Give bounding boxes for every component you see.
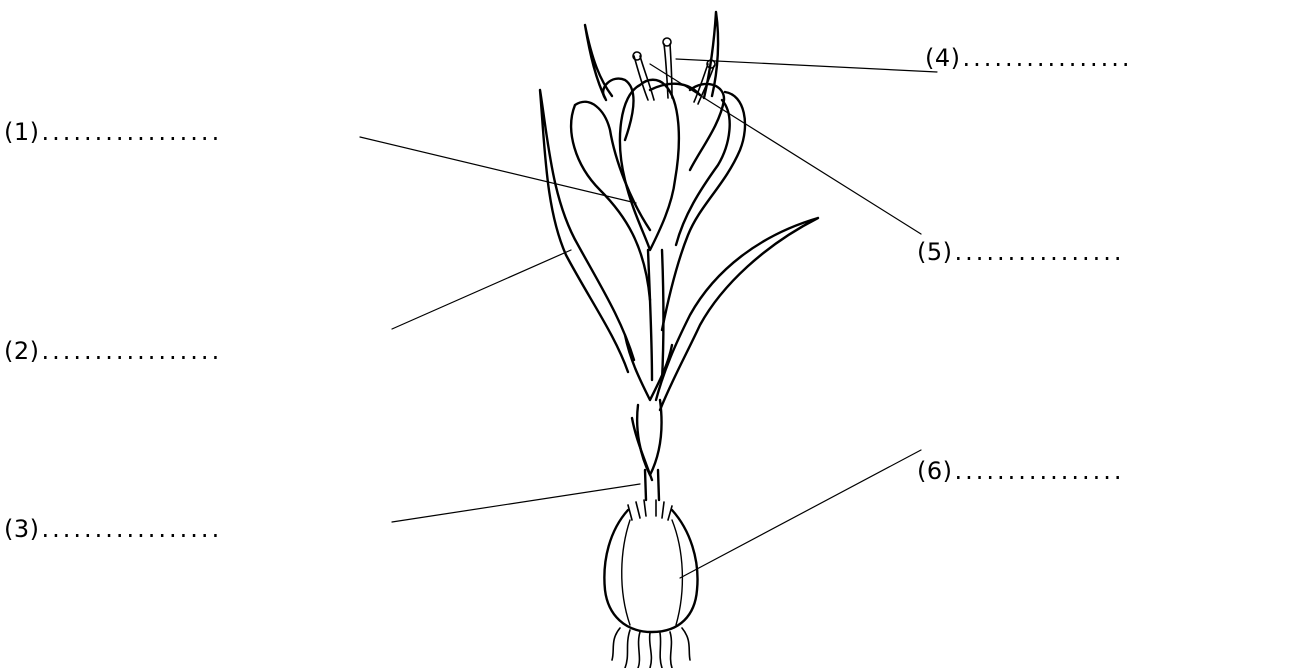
leader-line-2: [392, 250, 571, 329]
label-4-blank[interactable]: ................: [963, 44, 1133, 72]
label-6-blank[interactable]: ................: [955, 457, 1125, 485]
label-3-blank[interactable]: .................: [42, 515, 223, 543]
petal-back: [650, 84, 700, 95]
corm-tunic-2: [672, 520, 682, 625]
leader-line-3: [392, 484, 640, 522]
corm-top-fibres: [628, 500, 672, 520]
stem-neck: [645, 470, 659, 500]
label-1-number: (1): [4, 118, 40, 146]
label-6: (6)................: [917, 457, 1125, 485]
label-4: (4)................: [925, 44, 1133, 72]
stamen-left: [634, 56, 654, 100]
label-5-blank[interactable]: ................: [955, 238, 1125, 266]
stigma-tip: [663, 38, 671, 46]
sheath-leaf-2: [637, 400, 661, 475]
sheath-leaf-3: [632, 418, 652, 480]
label-5-number: (5): [917, 238, 953, 266]
corm: [604, 510, 697, 632]
label-2-blank[interactable]: .................: [42, 337, 223, 365]
leader-lines: [360, 59, 937, 578]
petal-right-inner: [690, 84, 724, 170]
leader-line-1: [360, 137, 636, 203]
corm-tunic-1: [622, 520, 630, 625]
label-5: (5)................: [917, 238, 1125, 266]
petal-center: [620, 80, 679, 250]
label-2-number: (2): [4, 337, 40, 365]
sheath-leaf-1: [625, 335, 672, 400]
label-4-number: (4): [925, 44, 961, 72]
roots: [612, 628, 690, 668]
label-2: (2).................: [4, 337, 222, 365]
plant-drawing: [540, 12, 818, 668]
back-left-leaf: [585, 25, 612, 100]
label-3: (3).................: [4, 515, 222, 543]
label-3-number: (3): [4, 515, 40, 543]
label-6-number: (6): [917, 457, 953, 485]
leader-line-6: [680, 450, 921, 578]
label-1: (1).................: [4, 118, 222, 146]
right-leaf: [656, 218, 818, 410]
flower-tube: [648, 250, 664, 380]
label-1-blank[interactable]: .................: [42, 118, 223, 146]
petal-left-outer: [571, 102, 650, 300]
stigma-center: [664, 44, 672, 98]
